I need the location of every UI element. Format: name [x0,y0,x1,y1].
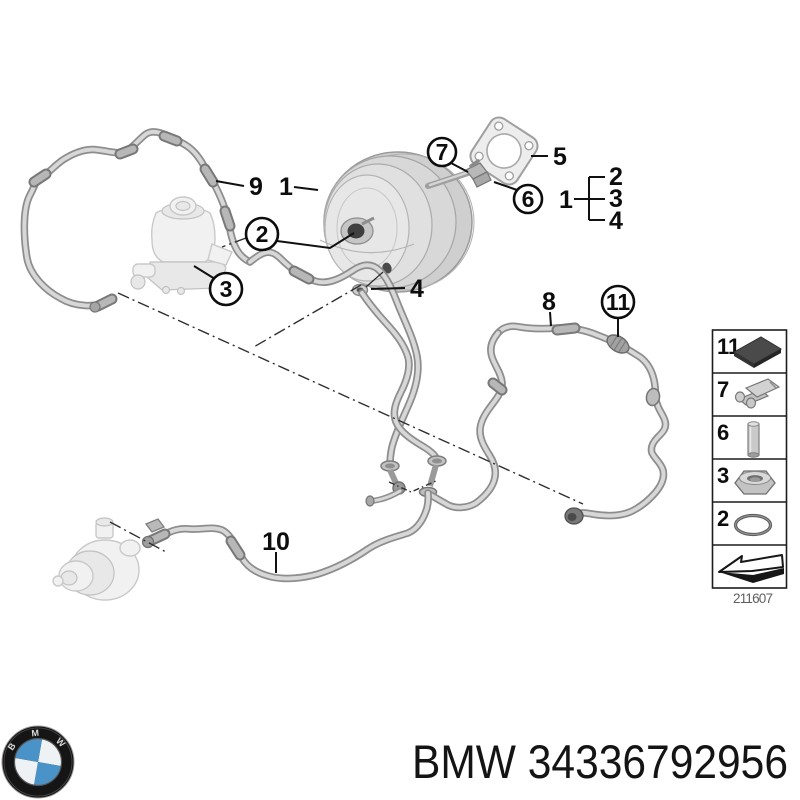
bmw-roundel-quadrants [13,737,63,787]
legend-item-2: 2 [717,506,773,537]
label-part-4: 4 [410,275,424,303]
direction-arrow-icon [718,554,784,583]
bracket-child-3-label: 3 [609,185,623,213]
label-part-10: 10 [262,528,290,556]
bmw-logo-letter-m: M [31,728,39,739]
vacuum-pipe-9 [24,132,250,313]
callout-3: 3 [208,271,244,307]
bracket-child-4-label: 4 [609,207,623,235]
pipe10-end-fitting [141,535,155,549]
legend-panel: 11 7 6 [711,329,788,589]
svg-text:7: 7 [717,377,729,402]
pipe-to-booster-run [250,252,418,465]
pipe10-clamp [144,518,166,533]
bracket-child-2-label: 2 [609,163,623,191]
callout-2: 2 [244,216,280,252]
clamp-icon [734,378,781,409]
legend-item-6: 6 [717,420,760,458]
callout-11: 11 [600,284,636,320]
stub-end-cap [365,495,375,507]
master-cylinder-end-cap [130,274,146,290]
nut-icon [734,470,776,495]
label-part-8: 8 [542,288,556,316]
pump-top-cap [95,517,114,527]
gasket [469,116,539,186]
reservoir-port-b [176,286,186,296]
callout-6: 6 [512,183,544,215]
callout-7: 7 [426,136,458,168]
pipe9-end-fitting [89,301,101,313]
svg-text:6: 6 [522,186,535,212]
booster-push-rod [425,159,492,189]
svg-text:7: 7 [436,139,449,165]
clevis-pin [469,159,480,168]
legend-item-3: 3 [717,463,776,495]
svg-text:2: 2 [256,221,269,247]
vacuum-pipe-10 [141,493,429,578]
grommet-11-on-pipe [606,334,630,354]
bmw-logo: B M W [1,725,75,799]
axis-pump-to-pipe10 [109,521,167,553]
part-number-text: BMW 34336792956 [412,735,788,788]
master-cylinder-port [132,263,156,278]
axis-line-long [117,292,584,505]
o-ring-icon [733,513,773,537]
axis-line-grommet [251,284,362,349]
pump-snout [52,575,64,587]
reservoir-port-a [161,285,171,295]
bracket-parent-label: 1 [559,186,573,214]
drawing-number: 211607 [733,591,773,606]
pipe8-clamp-ring [645,387,661,407]
brake-booster [319,151,492,297]
label-part-1: 1 [279,173,293,201]
svg-text:11: 11 [606,289,631,315]
svg-text:6: 6 [717,420,729,445]
label-part-9: 9 [249,173,263,201]
reservoir-cap-center [175,200,191,212]
legend-item-11: 11 [717,334,782,368]
pump-hub [60,570,78,586]
pin-icon [747,421,760,458]
svg-text:3: 3 [220,276,233,302]
leader-lines [193,155,619,573]
pump-bracket [119,539,141,557]
reservoir-bracket-arm [207,243,233,266]
axis-callout2-to-reservoir [221,237,247,248]
bmw-logo-letter-b: B [6,741,18,752]
assembly-axis-lines [109,237,584,553]
label-part-5: 5 [553,143,567,171]
legend-item-arrow [718,554,784,583]
svg-text:2: 2 [717,506,729,531]
vacuum-pump-ghost [52,517,141,601]
axis-cluster-v [388,480,437,493]
vacuum-pipe-8 [429,322,666,525]
seal-pad-icon [733,336,782,368]
bracket-group: 1 2 3 4 [559,163,623,235]
legend-item-7: 7 [717,377,781,409]
svg-text:3: 3 [717,463,729,488]
